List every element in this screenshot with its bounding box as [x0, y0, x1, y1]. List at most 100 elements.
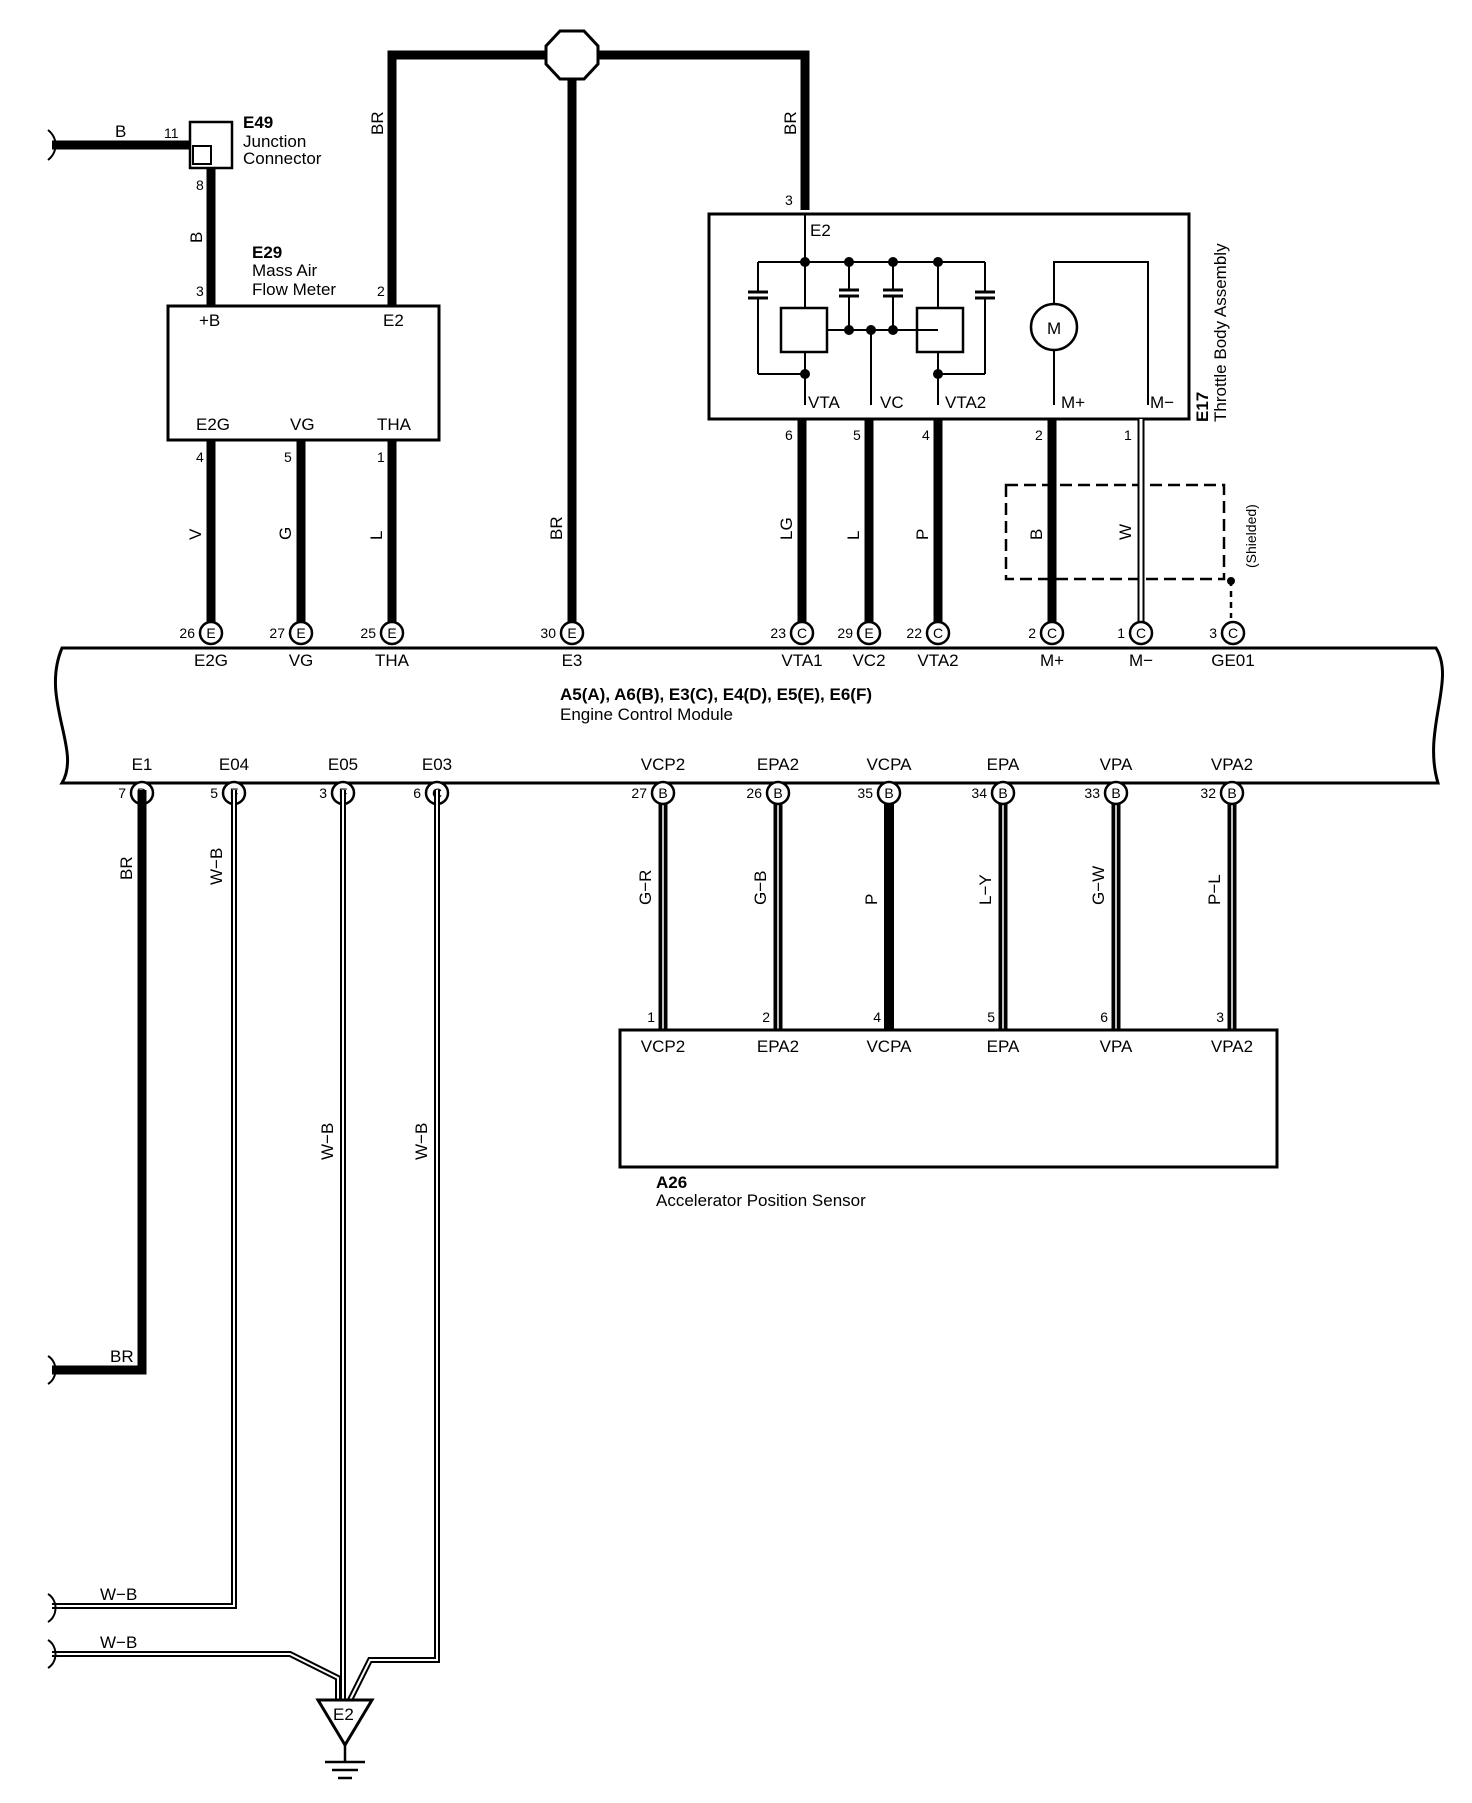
- wire-label-br-maf: BR: [368, 111, 387, 135]
- wire-label-bottom-4: G−R: [636, 870, 655, 905]
- br-ground-bus: BR BR: [368, 29, 810, 630]
- pin-circle-top-7: [1039, 620, 1065, 646]
- pin-circle-top-6: [925, 620, 951, 646]
- pin-conn-top-2: E: [387, 625, 396, 641]
- pin-num-top-3: 30: [540, 625, 556, 641]
- e17-name: Throttle Body Assembly: [1211, 243, 1230, 422]
- wire-label-top-4: LG: [777, 517, 796, 540]
- pin-conn-top-0: E: [206, 625, 215, 641]
- wire-label-bottom-2: W−B: [318, 1123, 337, 1160]
- wire-label-bottom-6: P: [862, 894, 881, 905]
- shielded-label: (Shielded): [1243, 504, 1259, 568]
- e29-mass-air-flow-meter: E29 Mass Air Flow Meter +B E2 E2G VG THA…: [166, 243, 441, 465]
- tb-terminal-vc: VC: [880, 393, 904, 412]
- pin-circle-top-8: [1128, 620, 1154, 646]
- pin-name-top-7: M+: [1040, 651, 1064, 670]
- pin-circle-bottom-6: [876, 780, 902, 806]
- aps-terminal-3: EPA: [987, 1037, 1020, 1056]
- pin-circle-top-1: [288, 620, 314, 646]
- wire-label-br-tb: BR: [781, 111, 800, 135]
- tb-pin-4: 4: [922, 427, 930, 443]
- pin-num-top-8: 1: [1117, 625, 1125, 641]
- pin-name-top-0: E2G: [194, 651, 228, 670]
- motor-symbol: M: [1047, 319, 1061, 338]
- pin-name-top-1: VG: [289, 651, 314, 670]
- pin-num-top-5: 29: [837, 625, 853, 641]
- pin-num-top-0: 26: [179, 625, 195, 641]
- pin-circle-top-3: [559, 620, 585, 646]
- pin-circle-top-5: [856, 620, 882, 646]
- pin-num-top-1: 27: [269, 625, 285, 641]
- e49-code: E49: [243, 113, 273, 132]
- maf-pin-2: 2: [377, 283, 385, 299]
- pin-conn-top-5: E: [864, 625, 873, 641]
- wire-label-b-in: B: [115, 122, 126, 141]
- pin-num-bottom-5: 26: [746, 785, 762, 801]
- pin-conn-top-1: E: [296, 625, 305, 641]
- pin-circle-top-0: [198, 620, 224, 646]
- aps-pin-0: 1: [647, 1009, 655, 1025]
- pin-conn-bottom-7: B: [998, 785, 1007, 801]
- pin-name-top-9: GE01: [1211, 651, 1254, 670]
- ground-wiring: BR W−B W−B E2: [47, 790, 440, 1780]
- pin-num-top-7: 2: [1028, 625, 1036, 641]
- e29-line1: Mass Air: [252, 261, 318, 280]
- pin-name-bottom-5: EPA2: [757, 755, 799, 774]
- wire-label-top-2: L: [367, 531, 386, 540]
- a26-code: A26: [656, 1173, 687, 1192]
- pin-name-bottom-2: E05: [328, 755, 358, 774]
- pin-num-bottom-2: 3: [319, 785, 327, 801]
- maf-terminal-plusb: +B: [199, 311, 220, 330]
- pin-circle-bottom-7: [990, 780, 1016, 806]
- pin-conn-top-4: C: [797, 625, 807, 641]
- wire-label-top-7: B: [1027, 529, 1046, 540]
- e49-line2: Connector: [243, 149, 322, 168]
- pin-conn-top-8: C: [1136, 625, 1146, 641]
- pin-num-bottom-0: 7: [118, 785, 126, 801]
- ecm-top-pins: E26E2GE27VGE25THAE30E3C23VTA1E29VC2C22VT…: [179, 620, 1255, 670]
- wire-label-wb-bottom2: W−B: [100, 1633, 137, 1652]
- aps-terminal-4: VPA: [1100, 1037, 1133, 1056]
- pin-name-top-3: E3: [562, 651, 583, 670]
- pin-name-top-4: VTA1: [781, 651, 822, 670]
- a26-accelerator-position-sensor: A26 Accelerator Position Sensor VCP2 1EPA…: [618, 1009, 1279, 1210]
- aps-pin-2: 4: [873, 1009, 881, 1025]
- wire-label-top-0: V: [186, 528, 205, 540]
- pin-conn-top-9: C: [1228, 625, 1238, 641]
- pin-conn-bottom-5: B: [773, 785, 782, 801]
- wire-label-top-3: BR: [547, 516, 566, 540]
- aps-pin-3: 5: [987, 1009, 995, 1025]
- pin-name-top-2: THA: [375, 651, 410, 670]
- pin-8: 8: [196, 177, 204, 193]
- wire-label-bottom-7: L−Y: [976, 874, 995, 905]
- wire-label-top-6: P: [913, 529, 932, 540]
- tb-terminal-mminus: M−: [1150, 393, 1174, 412]
- aps-terminal-0: VCP2: [641, 1037, 685, 1056]
- ecm-bottom-pins: E1D7E04F5E05F3E03C6VCP2B27EPA2B26VCPAB35…: [118, 755, 1253, 806]
- tb-terminal-mplus: M+: [1061, 393, 1085, 412]
- maf-pin-3: 3: [196, 283, 204, 299]
- pin-conn-top-6: C: [933, 625, 943, 641]
- tb-pin-1: 1: [1124, 427, 1132, 443]
- pin-conn-top-7: C: [1047, 625, 1057, 641]
- pin-num-bottom-3: 6: [413, 785, 421, 801]
- pin-name-bottom-8: VPA: [1100, 755, 1133, 774]
- aps-terminal-5: VPA2: [1211, 1037, 1253, 1056]
- tb-pin-5: 5: [853, 427, 861, 443]
- aps-pin-4: 6: [1100, 1009, 1108, 1025]
- a26-name: Accelerator Position Sensor: [656, 1191, 866, 1210]
- pin-name-bottom-4: VCP2: [641, 755, 685, 774]
- wire-label-top-5: L: [844, 531, 863, 540]
- pin-conn-bottom-4: B: [658, 785, 667, 801]
- e29-code: E29: [252, 243, 282, 262]
- pin-conn-bottom-9: B: [1227, 785, 1236, 801]
- wire-label-bottom-3: W−B: [412, 1123, 431, 1160]
- pin-name-bottom-0: E1: [132, 755, 153, 774]
- pin-conn-bottom-6: B: [884, 785, 893, 801]
- pin-num-bottom-4: 27: [631, 785, 647, 801]
- e17-throttle-body-assembly: 3 E2 M VTA V: [707, 192, 1230, 443]
- pin-num-bottom-7: 34: [971, 785, 987, 801]
- maf-pin-1: 1: [377, 449, 385, 465]
